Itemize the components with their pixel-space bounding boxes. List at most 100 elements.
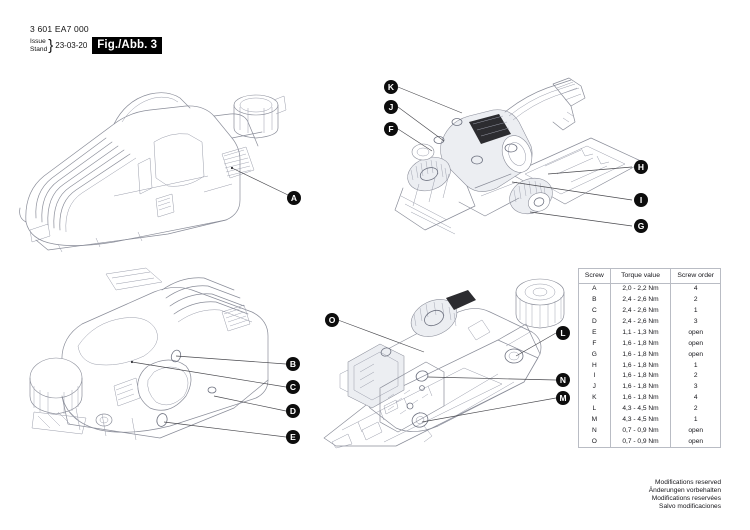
planer-underside-drawing	[29, 267, 269, 441]
footer-line-fr: Modifications reservées	[651, 494, 721, 502]
issue-brace: }	[48, 37, 54, 54]
cell-screw: M	[579, 414, 611, 426]
cell-screw-order: 1	[693, 361, 698, 369]
column-header-screw: Screw	[579, 269, 611, 285]
callout-O[interactable]: O	[325, 313, 339, 327]
cell-screw-order: open	[688, 350, 704, 358]
issue-row: Issue Stand } 23-03-20 Fig./Abb. 3	[30, 37, 330, 54]
callout-L[interactable]: L	[556, 326, 570, 340]
cell-screw: I	[579, 370, 611, 382]
cell-torque-value: 1,1 - 1,3 Nm	[610, 327, 672, 339]
cell-screw-order: 1	[693, 307, 698, 315]
callout-N[interactable]: N	[556, 373, 570, 387]
cell-torque-value: 4,3 - 4,5 Nm	[610, 403, 672, 415]
cell-torque-value: 0,7 - 0,9 Nm	[610, 436, 672, 448]
cell-torque-value: 2,0 - 2,2 Nm	[610, 283, 672, 295]
issue-stand-labels: Issue Stand	[30, 38, 47, 53]
callout-E[interactable]: E	[286, 430, 300, 444]
callout-C[interactable]: C	[286, 380, 300, 394]
cell-torque-value: 1,6 - 1,8 Nm	[610, 381, 672, 393]
cell-screw: D	[579, 316, 611, 328]
illustration-planer-top-left	[18, 72, 308, 257]
cell-screw-order: 3	[693, 318, 698, 326]
illustration-chassis-bottom-right	[318, 270, 588, 450]
cell-screw-order: 4	[693, 394, 698, 402]
document-header: 3 601 EA7 000 Issue Stand } 23-03-20 Fig…	[30, 24, 330, 54]
callout-H[interactable]: H	[634, 160, 648, 174]
column-header-order: Screw order	[670, 269, 720, 285]
cell-screw-order: 2	[693, 372, 698, 380]
cell-torque-value: 1,6 - 1,8 Nm	[610, 360, 672, 371]
cell-screw: K	[579, 392, 611, 404]
cell-screw-order: 3	[693, 383, 698, 391]
cell-screw-order: open	[688, 328, 704, 336]
cell-screw: N	[579, 425, 611, 437]
issue-label: Issue	[30, 38, 46, 46]
figure-badge: Fig./Abb. 3	[92, 37, 163, 54]
motor-assembly-drawing	[394, 77, 644, 235]
callout-A[interactable]: A	[287, 191, 301, 205]
cell-screw: O	[579, 436, 611, 448]
callout-D[interactable]: D	[286, 404, 300, 418]
cell-screw: A	[579, 283, 611, 295]
footer-disclaimer: Modifications reserved Änderungen vorbeh…	[649, 479, 721, 511]
cell-torque-value: 1,6 - 1,8 Nm	[610, 392, 672, 404]
callout-J[interactable]: J	[384, 100, 398, 114]
planer-assembled-drawing	[19, 92, 287, 253]
callout-F[interactable]: F	[384, 122, 398, 136]
cell-torque-value: 1,6 - 1,8 Nm	[610, 338, 672, 350]
cell-torque-value: 2,4 - 2,6 Nm	[610, 305, 672, 317]
table-header-row: Screw Torque value Screw order	[579, 269, 720, 285]
footer-line-es: Salvo modificaciones	[659, 502, 721, 510]
cell-screw: H	[579, 360, 611, 371]
footer-line-de: Änderungen vorbehalten	[648, 486, 721, 494]
cell-torque-value: 2,4 - 2,6 Nm	[610, 316, 672, 328]
callout-B[interactable]: B	[286, 357, 300, 371]
stand-label: Stand	[30, 45, 48, 53]
cell-screw: E	[579, 327, 611, 339]
callout-I[interactable]: I	[634, 193, 648, 207]
cell-screw: F	[579, 338, 611, 350]
cell-screw: L	[579, 403, 611, 415]
cell-torque-value: 4,3 - 4,5 Nm	[610, 414, 672, 426]
cell-torque-value: 1,6 - 1,8 Nm	[610, 370, 672, 382]
footer-line-en: Modifications reserved	[655, 478, 721, 486]
cell-screw-order: open	[688, 426, 704, 434]
cell-screw: B	[579, 294, 611, 306]
cell-screw-order: 4	[693, 285, 698, 293]
cell-screw-order: 2	[693, 296, 698, 304]
callout-M[interactable]: M	[556, 391, 570, 405]
cell-screw: G	[579, 349, 611, 361]
cell-screw: J	[579, 381, 611, 393]
cell-screw-order: open	[688, 339, 704, 347]
chassis-internals-drawing	[323, 278, 565, 449]
callout-G[interactable]: G	[634, 219, 648, 233]
part-number: 3 601 EA7 000	[30, 24, 89, 34]
callout-K[interactable]: K	[384, 80, 398, 94]
cell-screw-order: open	[688, 437, 704, 445]
column-header-torque: Torque value	[610, 269, 672, 285]
cell-screw-order: 2	[693, 405, 698, 413]
cell-torque-value: 0,7 - 0,9 Nm	[610, 425, 672, 437]
issue-date: 23-03-20	[55, 41, 88, 50]
cell-screw: C	[579, 305, 611, 317]
illustration-motor-assembly-top-right	[385, 77, 650, 243]
